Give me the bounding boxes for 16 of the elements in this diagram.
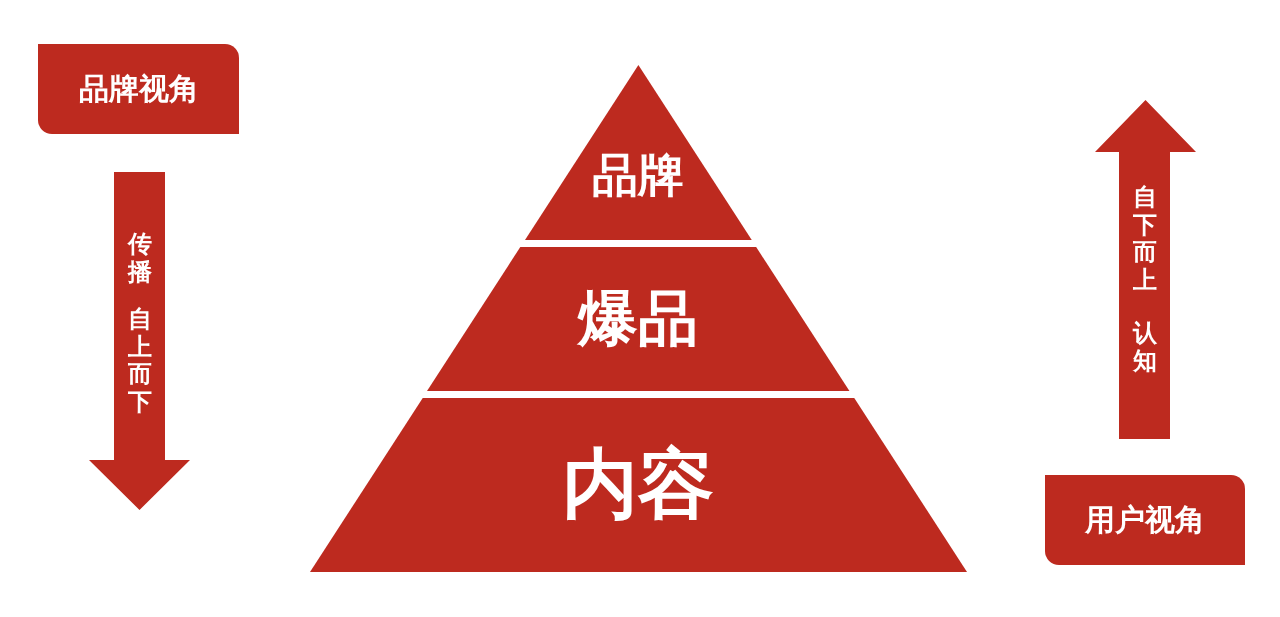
arrow-label: 自下而上 xyxy=(1132,184,1157,295)
tier-label: 内容 xyxy=(562,446,714,522)
arrow-label: 认知 xyxy=(1132,320,1157,376)
pyramid-tier xyxy=(426,247,850,391)
tier-label: 品牌 xyxy=(592,152,684,198)
tier-label: 爆品 xyxy=(578,288,698,348)
label-box xyxy=(1045,475,1245,565)
pyramid-tier xyxy=(524,65,752,240)
box-label: 用户视角 xyxy=(1085,505,1205,535)
up-block-arrow xyxy=(1095,100,1196,439)
arrow-label: 传播 xyxy=(127,231,152,287)
pyramid-tier xyxy=(309,398,967,572)
arrow-label: 自上而下 xyxy=(127,306,152,417)
down-block-arrow xyxy=(89,172,190,510)
label-box xyxy=(38,44,239,134)
box-label: 品牌视角 xyxy=(78,74,199,104)
